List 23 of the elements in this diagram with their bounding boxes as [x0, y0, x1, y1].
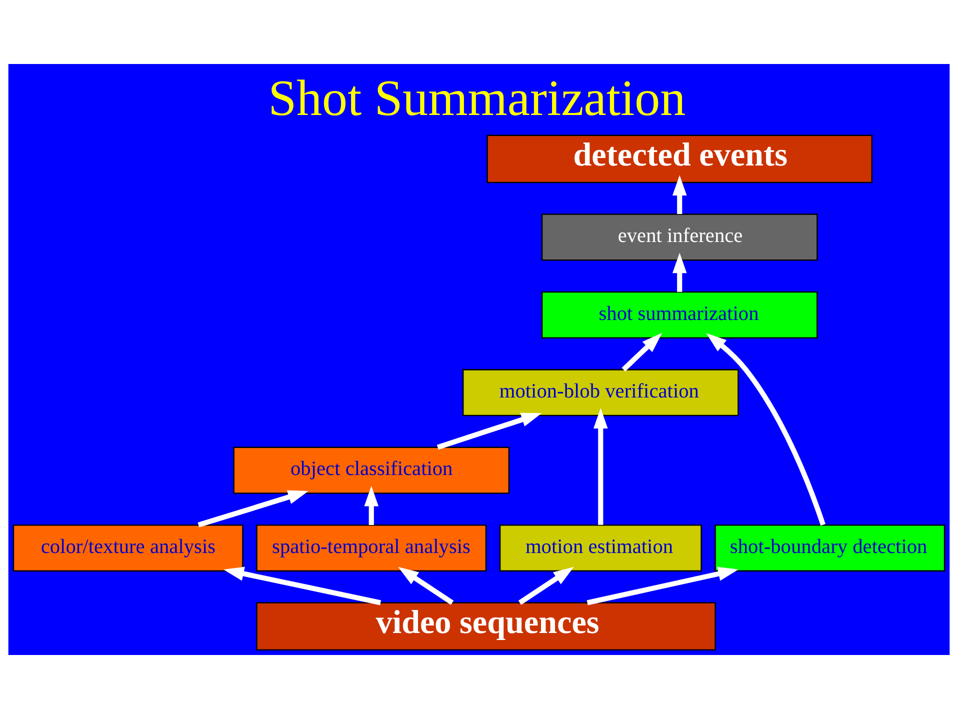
arrow — [436, 412, 542, 450]
node-box: color/texture analysis — [12, 524, 244, 572]
arrow — [364, 485, 379, 524]
arrow — [706, 332, 826, 526]
arrow — [586, 566, 739, 605]
node-box: motion estimation — [499, 524, 702, 572]
arrow — [672, 252, 687, 292]
node-box: detected events — [486, 134, 873, 183]
arrow — [518, 566, 574, 604]
node-box: object classification — [233, 446, 510, 494]
node-box: event inference — [541, 213, 818, 260]
node-box: spatio-temporal analysis — [256, 524, 487, 572]
arrow — [223, 566, 382, 605]
arrow — [622, 332, 662, 371]
arrow — [672, 174, 687, 214]
node-box: video sequences — [256, 602, 716, 650]
arrow — [398, 566, 454, 604]
arrow — [593, 408, 608, 524]
node-box: shot-boundary detection — [714, 524, 946, 572]
node-box: shot summarization — [541, 290, 818, 338]
arrow — [198, 490, 309, 527]
diagram-title: Shot Summarization — [268, 70, 686, 126]
node-box: motion-blob verification — [462, 368, 739, 416]
